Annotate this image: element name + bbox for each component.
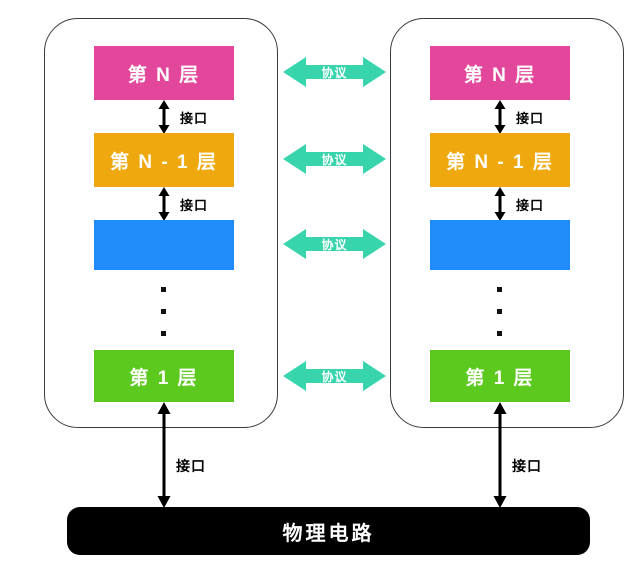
interface-arrow-right-bottom [488, 402, 512, 508]
double-arrow-vertical-icon [158, 187, 170, 221]
double-arrow-vertical-icon [494, 100, 506, 134]
interface-label-left-2: 接口 [180, 198, 209, 213]
layer-box-left-n-minus-1: 第 N - 1 层 [94, 133, 234, 187]
ellipsis-dots-right [497, 287, 502, 353]
protocol-label: 协议 [321, 65, 348, 80]
protocol-arrow-2: 协议 [283, 142, 386, 176]
protocol-label: 协议 [321, 237, 348, 252]
dot [497, 287, 502, 292]
layer-box-right-n-minus-1: 第 N - 1 层 [430, 133, 570, 187]
dot [161, 287, 166, 292]
ellipsis-dots-left [161, 287, 166, 353]
interface-arrow-left-bottom [152, 402, 176, 508]
layer-box-left-1: 第 1 层 [94, 350, 234, 402]
layer-box-right-middle [430, 220, 570, 270]
physical-circuit-bar: 物理电路 [67, 507, 590, 555]
protocol-arrow-1: 协议 [283, 55, 386, 89]
interface-label-right-1: 接口 [516, 111, 545, 126]
layer-box-left-n: 第 N 层 [94, 46, 234, 100]
protocol-arrow-3: 协议 [283, 227, 386, 261]
dot [497, 309, 502, 314]
interface-label-right-bottom: 接口 [512, 458, 542, 474]
interface-label-left-bottom: 接口 [176, 458, 206, 474]
interface-label-right-2: 接口 [516, 198, 545, 213]
layer-box-right-n: 第 N 层 [430, 46, 570, 100]
double-arrow-horizontal-icon [283, 144, 386, 174]
layer-box-right-1: 第 1 层 [430, 350, 570, 402]
interface-arrow-left-2 [152, 187, 176, 221]
double-arrow-vertical-icon [493, 402, 507, 508]
interface-label-left-1: 接口 [180, 111, 209, 126]
layer-box-left-middle [94, 220, 234, 270]
double-arrow-horizontal-icon [283, 361, 386, 391]
double-arrow-vertical-icon [158, 100, 170, 134]
interface-arrow-right-2 [488, 187, 512, 221]
dot [497, 331, 502, 336]
dot [161, 331, 166, 336]
interface-arrow-right-1 [488, 100, 512, 134]
double-arrow-vertical-icon [157, 402, 171, 508]
double-arrow-vertical-icon [494, 187, 506, 221]
protocol-label: 协议 [321, 369, 348, 384]
interface-arrow-left-1 [152, 100, 176, 134]
dot [161, 309, 166, 314]
double-arrow-horizontal-icon [283, 57, 386, 87]
protocol-arrow-4: 协议 [283, 359, 386, 393]
protocol-label: 协议 [321, 152, 348, 167]
double-arrow-horizontal-icon [283, 229, 386, 259]
